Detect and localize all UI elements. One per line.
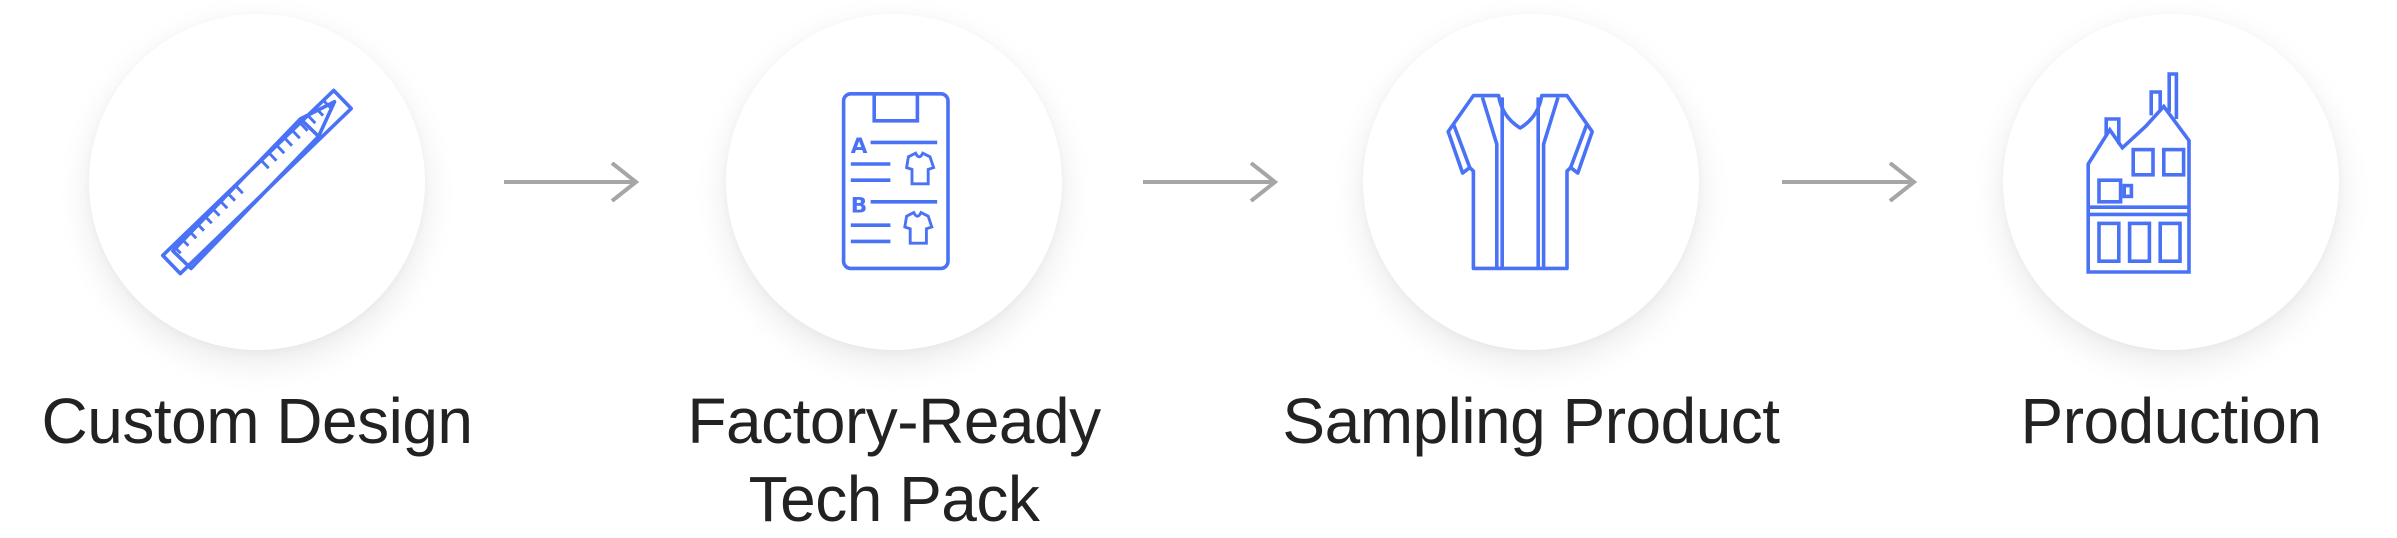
- arrow-right-icon: [1782, 162, 1918, 202]
- factory-icon: [2081, 72, 2261, 274]
- step-label-line: Tech Pack: [748, 463, 1040, 535]
- arrow-right-icon: [504, 162, 640, 202]
- step-tech-pack-circle: A B: [726, 14, 1062, 350]
- step-label-line: Production: [2020, 385, 2322, 457]
- step-label: Factory-Ready Tech Pack: [594, 382, 1194, 538]
- step-production-circle: [2003, 14, 2339, 350]
- step-custom-design-circle: [89, 14, 425, 350]
- ruler-pencil-icon: [160, 88, 354, 276]
- letter-b: B: [851, 194, 867, 219]
- step-label-line: Custom Design: [41, 385, 474, 457]
- step-label: Custom Design: [0, 382, 557, 460]
- step-label: Sampling Product: [1231, 382, 1831, 460]
- step-label: Production: [1871, 382, 2397, 460]
- step-sampling-circle: [1363, 14, 1699, 350]
- letter-a: A: [851, 134, 868, 159]
- step-label-line: Factory-Ready: [687, 385, 1101, 457]
- tech-pack-clipboard-icon: A B: [804, 92, 984, 272]
- shirt-icon: [1441, 92, 1621, 272]
- arrow-right-icon: [1143, 162, 1279, 202]
- step-label-line: Sampling Product: [1282, 385, 1780, 457]
